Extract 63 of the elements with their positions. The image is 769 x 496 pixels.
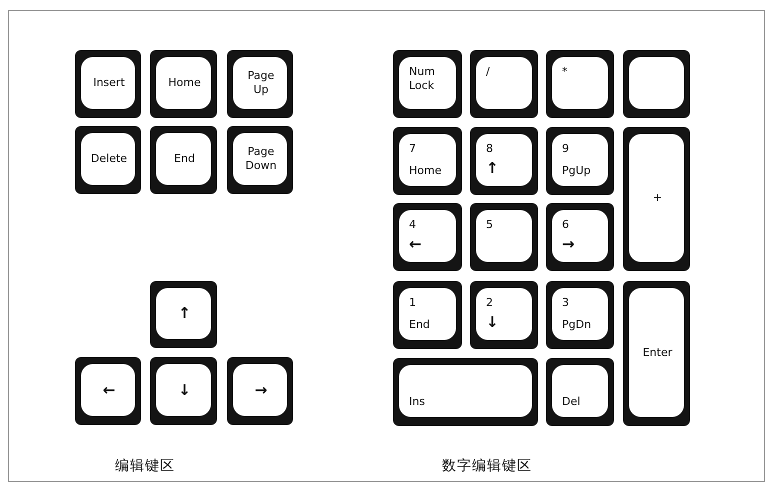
key-label: ↑: [178, 304, 191, 323]
key: [150, 50, 217, 118]
key-label: End: [174, 152, 195, 166]
key: [150, 126, 217, 194]
key-label: Page Down: [244, 145, 278, 173]
key: [623, 127, 690, 271]
key-label: 3: [562, 296, 569, 310]
key-label: 2: [486, 296, 493, 310]
key: [393, 127, 462, 195]
caption: 数字编辑键区: [442, 457, 532, 475]
key-label: 5: [486, 218, 493, 232]
key: [75, 126, 141, 194]
key-label: Home: [168, 76, 201, 90]
key: [623, 281, 690, 426]
key-label: *: [562, 65, 568, 79]
key-label: Enter: [642, 346, 672, 360]
key-label: ↓: [178, 380, 191, 400]
key-label: 4: [409, 218, 416, 232]
key-label: 6: [562, 218, 569, 232]
key: [393, 50, 462, 118]
key-label: Ins: [409, 395, 425, 409]
key-label: →: [254, 380, 268, 400]
key-label: 8: [486, 142, 493, 156]
key-label: /: [486, 65, 490, 79]
key: [75, 357, 141, 425]
key-label: Del: [562, 395, 580, 409]
key: [393, 358, 538, 426]
key-label: ↓: [486, 313, 499, 332]
key-label: 9: [562, 142, 569, 156]
key: [546, 281, 614, 349]
key: [546, 358, 614, 426]
key-label: 7: [409, 142, 416, 156]
key: [470, 50, 538, 118]
key: [393, 203, 462, 271]
key-label: Num Lock: [409, 65, 436, 92]
key: [227, 50, 293, 118]
key: [470, 281, 538, 349]
key: [470, 203, 538, 271]
key-label: +: [652, 191, 662, 205]
key: [75, 50, 141, 118]
key-label: →: [562, 235, 575, 254]
key: [623, 50, 690, 118]
key-label: PgDn: [562, 318, 592, 332]
key: [393, 281, 462, 349]
key: [227, 357, 293, 425]
key: [546, 127, 614, 195]
key: [546, 50, 614, 118]
caption: 编辑键区: [115, 457, 175, 475]
key-label: ←: [102, 380, 116, 400]
key-label: ↑: [486, 159, 499, 178]
key: [227, 126, 293, 194]
key-label: ←: [409, 235, 422, 254]
key-label: PgUp: [562, 164, 591, 178]
key: [546, 203, 614, 271]
key: [150, 357, 217, 425]
key-label: Home: [409, 164, 442, 178]
key-label: 1: [409, 296, 416, 310]
key-label: Page Up: [246, 69, 276, 97]
key-label: End: [409, 318, 430, 332]
key: [150, 281, 217, 348]
key: [470, 127, 538, 195]
key-label: Insert: [93, 76, 125, 90]
key-label: Delete: [90, 152, 128, 166]
